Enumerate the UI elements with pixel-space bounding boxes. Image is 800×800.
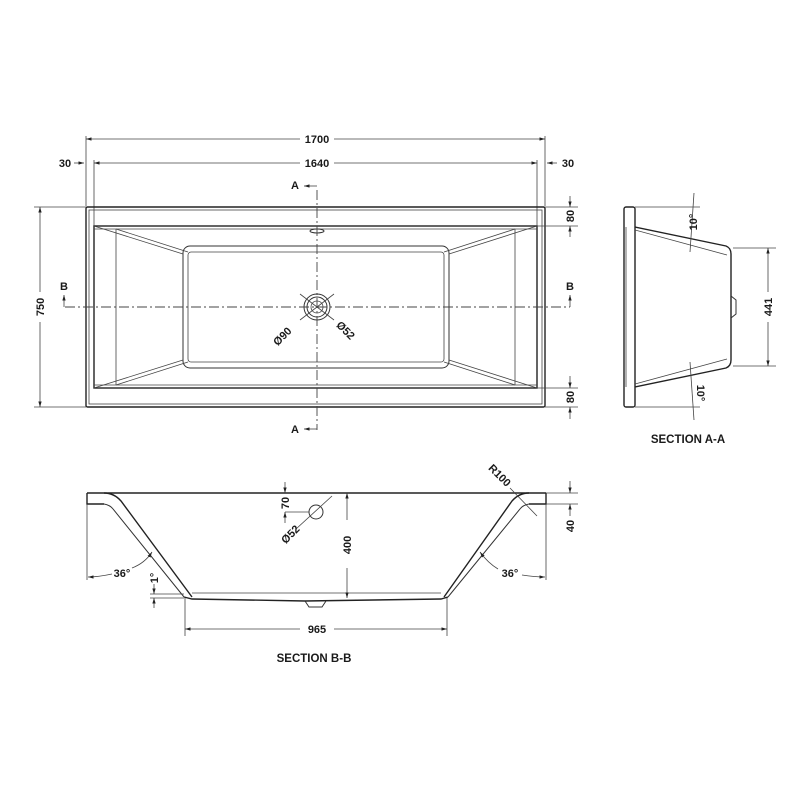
label-1640: 1640 [305, 158, 329, 170]
section-marker-a-bottom: A [291, 424, 317, 436]
section-marker-b-left: B [60, 281, 68, 307]
bath-outer-rim [85, 206, 546, 408]
section-marker-b-right: B [566, 281, 574, 307]
section-b-title: SECTION B-B [277, 653, 352, 665]
dimension-inner-length: 1640 30 30 [59, 158, 574, 170]
svg-text:441: 441 [763, 298, 775, 316]
svg-text:1°: 1° [149, 573, 161, 584]
svg-text:B: B [60, 281, 68, 293]
svg-text:A: A [291, 180, 299, 192]
label-waste-outer: Ø90 [271, 325, 294, 348]
svg-text:36°: 36° [114, 568, 131, 580]
svg-text:10°: 10° [688, 214, 700, 231]
svg-text:80: 80 [565, 210, 577, 222]
section-a-title: SECTION A-A [651, 434, 725, 446]
label-rim-left-30: 30 [59, 158, 71, 170]
svg-text:80: 80 [565, 391, 577, 403]
plan-view: 1700 1640 30 30 [34, 134, 578, 436]
label-rim-right-30: 30 [562, 158, 574, 170]
svg-text:10°: 10° [694, 385, 706, 402]
section-marker-a-top: A [291, 180, 317, 192]
svg-text:40: 40 [565, 520, 577, 532]
dimension-overall-width: 750 [34, 206, 86, 408]
overflow-hole-icon [308, 504, 324, 520]
label-1700: 1700 [305, 134, 329, 146]
label-waste-inner: Ø52 [334, 319, 357, 342]
svg-text:R100: R100 [486, 462, 513, 489]
svg-text:36°: 36° [502, 568, 519, 580]
svg-text:965: 965 [308, 624, 326, 636]
section-b-view: 70 Ø52 400 R100 40 36° 36° 1° [86, 462, 578, 665]
dimension-overall-length: 1700 [86, 134, 545, 146]
svg-text:B: B [566, 281, 574, 293]
svg-text:A: A [291, 424, 299, 436]
dimension-rim-top: 80 [537, 196, 578, 237]
svg-text:70: 70 [280, 497, 292, 509]
dimension-rim-bottom: 80 [537, 376, 578, 419]
section-a-view: 10° 10° 441 SECTION A-A [623, 192, 776, 446]
svg-text:400: 400 [342, 536, 354, 554]
svg-text:750: 750 [35, 298, 47, 316]
